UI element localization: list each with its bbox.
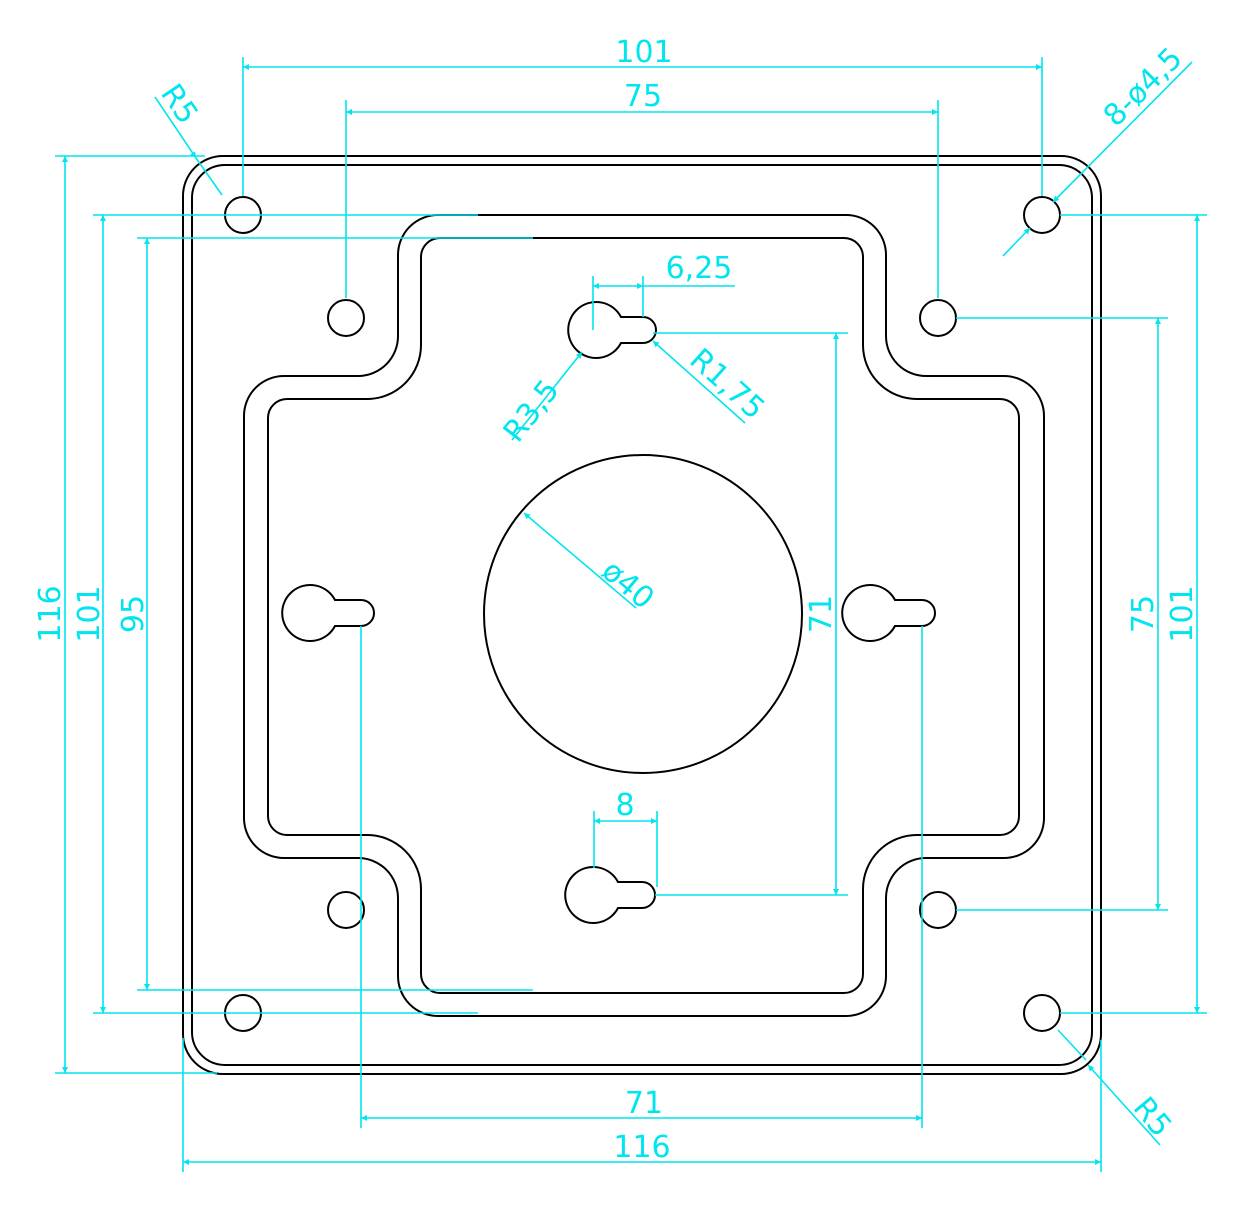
keyhole-bottom [564, 866, 656, 924]
leader-center-diameter [523, 512, 637, 609]
cross-recess-outer [243, 214, 1045, 1017]
keyhole-right [841, 584, 936, 642]
dim-text-left-101: 101 [72, 585, 107, 642]
leader-r5-bottom-right [1087, 1064, 1161, 1146]
vesa75-hole-top-left [327, 299, 365, 337]
leader-r5-top-left [154, 96, 197, 159]
dim-text-r5-bottom-right: R5 [1126, 1091, 1178, 1144]
cross-recess-inner [267, 237, 1020, 994]
center-hole [483, 454, 803, 774]
dim-text-top-101: 101 [615, 35, 672, 70]
leader-r1-75 [652, 340, 746, 424]
dim-text-right-101: 101 [1165, 585, 1200, 642]
dim-text-center-diameter: ø40 [595, 553, 661, 616]
dim-text-hole-diameter: 8-ø4,5 [1097, 41, 1190, 134]
dim-text-slot-width: 6,25 [666, 251, 733, 286]
keyhole-top [567, 301, 657, 359]
vesa75-hole-bottom-right [919, 891, 957, 929]
dim-text-vertical-71: 71 [804, 595, 839, 633]
vesa75-hole-top-right [919, 299, 957, 337]
dim-text-bottom-116: 116 [613, 1130, 670, 1165]
dim-text-keyhole-8: 8 [615, 788, 634, 823]
leader-r3-5 [511, 351, 583, 441]
dim-text-bottom-71: 71 [625, 1086, 663, 1121]
vesa75-hole-bottom-left [327, 891, 365, 929]
plate-inner-edge [191, 164, 1093, 1066]
leader-hole-diameter [1052, 61, 1193, 203]
dim-text-left-116: 116 [33, 585, 68, 642]
plate-outer-edge [182, 155, 1102, 1075]
dim-text-right-75: 75 [1126, 595, 1161, 633]
dim-text-left-95: 95 [116, 595, 151, 633]
dim-text-r1-75: R1,75 [683, 342, 772, 427]
corner-hole-bottom-right [1023, 994, 1061, 1032]
dim-text-r5-top-left: R5 [153, 78, 204, 131]
dim-text-top-75: 75 [624, 79, 662, 114]
plate-geometry [182, 155, 1102, 1075]
dimension-annotations: 101 75 R5 8-ø4,5 6,25 R3,5 R1,75 ø40 [33, 35, 1207, 1172]
keyhole-left [281, 584, 375, 642]
